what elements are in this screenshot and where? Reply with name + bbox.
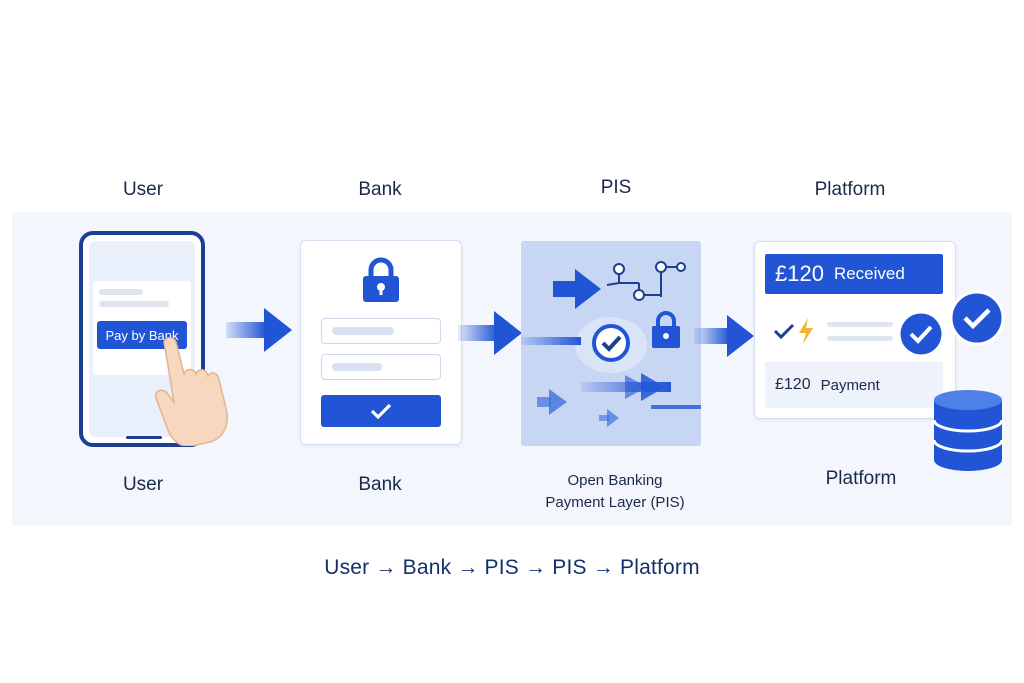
arrow-right-icon — [537, 389, 567, 415]
received-amount: £120 — [775, 261, 824, 286]
bank-login-card — [300, 240, 462, 445]
arrow-right-icon — [553, 269, 601, 309]
lock-icon — [363, 257, 399, 302]
arrow-right-icon — [581, 373, 701, 409]
home-indicator — [126, 436, 162, 439]
label-platform-bottom: Platform — [825, 468, 897, 489]
check-circle-icon — [949, 290, 1005, 346]
network-node-icon — [606, 261, 686, 301]
payment-received-banner: £120 Received — [765, 254, 943, 294]
placeholder-line — [99, 289, 143, 295]
label-bank-bottom: Bank — [358, 474, 402, 495]
database-icon — [932, 390, 1004, 471]
lightning-icon — [799, 318, 813, 344]
payment-row: £120 Payment — [765, 362, 943, 408]
flow-summary-caption: User → Bank → PIS → PIS → Platform — [324, 556, 700, 579]
check-circle-icon — [897, 310, 945, 358]
arrow-right-icon — [694, 315, 754, 357]
label-bank-top: Bank — [358, 179, 402, 200]
confirm-button[interactable] — [321, 395, 441, 427]
label-platform-top: Platform — [814, 179, 886, 200]
placeholder-line — [827, 322, 893, 327]
checkmark-icon — [773, 323, 795, 340]
pis-payment-layer-panel — [521, 241, 701, 446]
placeholder-line — [827, 336, 893, 341]
received-text: Received — [833, 264, 905, 283]
label-user-top: User — [122, 179, 164, 200]
field-placeholder — [332, 363, 382, 371]
check-circle-icon — [592, 324, 630, 362]
label-pis-top: PIS — [600, 177, 632, 198]
username-field[interactable] — [321, 318, 441, 344]
arrow-right-icon — [226, 308, 292, 352]
hand-pointer-icon — [154, 336, 228, 446]
arrow-right-icon — [458, 311, 522, 355]
placeholder-line — [99, 301, 169, 307]
label-user-bottom: User — [122, 474, 164, 495]
platform-dashboard-card: £120 Received £120 Payment — [754, 241, 956, 419]
payment-text: Payment — [820, 376, 880, 394]
checkmark-icon — [370, 403, 392, 419]
pis-network-graphic — [521, 261, 701, 427]
field-placeholder — [332, 327, 394, 335]
label-pis-bottom-line1: Open Banking — [567, 472, 663, 489]
password-field[interactable] — [321, 354, 441, 380]
payment-amount: £120 — [775, 376, 811, 393]
lock-icon — [652, 311, 680, 348]
arrow-right-icon — [599, 409, 619, 427]
label-pis-bottom-line2: Payment Layer (PIS) — [545, 494, 685, 511]
